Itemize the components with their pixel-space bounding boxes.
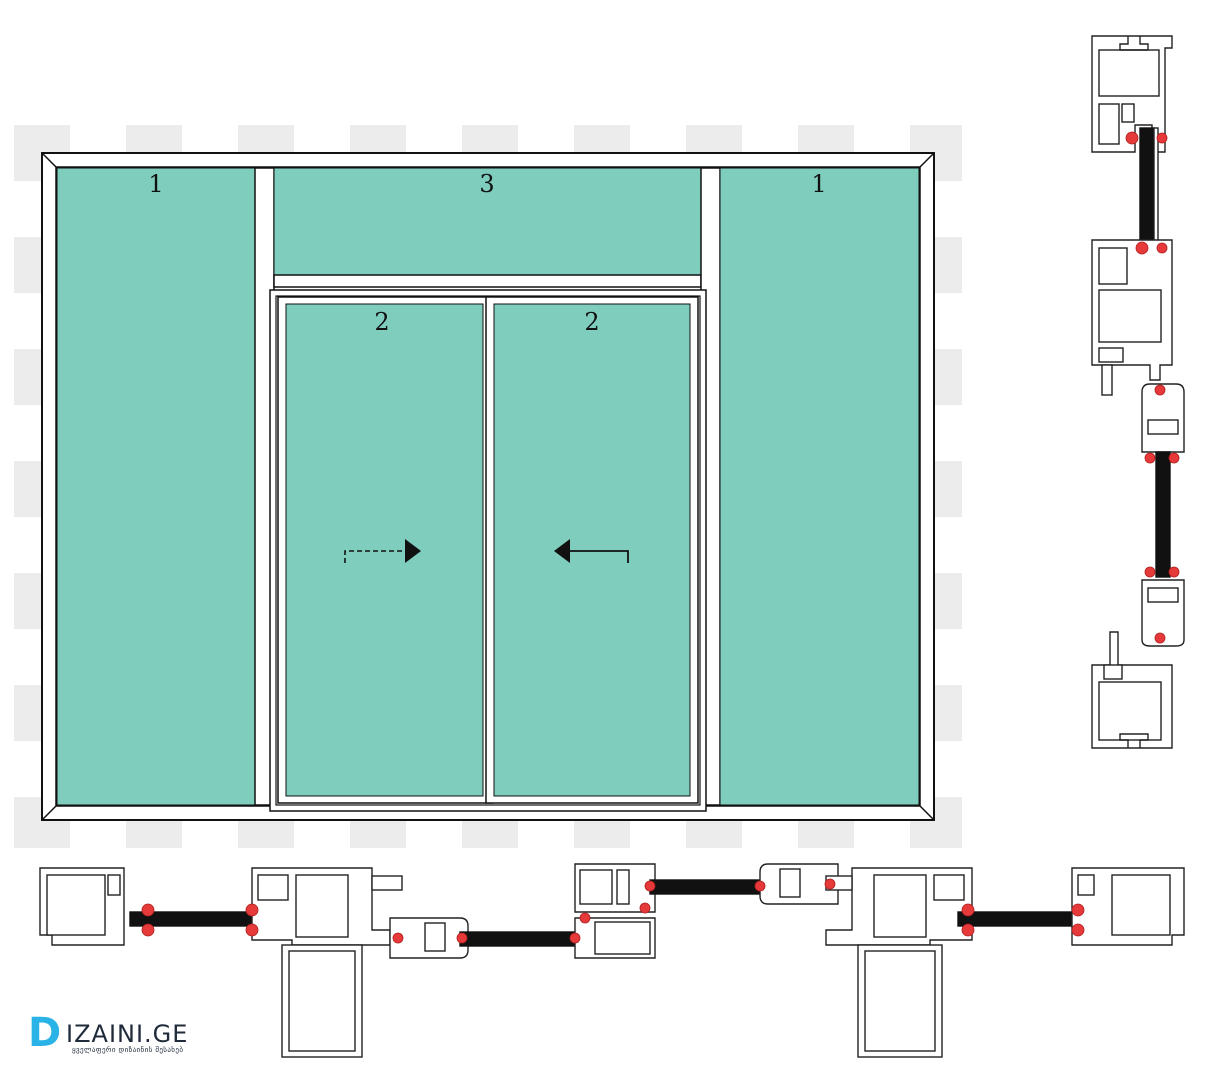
label-sliding-left: 2	[374, 308, 389, 336]
arrow-left-icon	[554, 539, 629, 563]
label-transom: 3	[479, 170, 494, 198]
label-fixed-left: 1	[148, 170, 163, 198]
fixed-pane-left	[56, 167, 256, 806]
arrow-right-icon	[344, 539, 421, 563]
logo-letter: D	[28, 1010, 61, 1056]
fixed-pane-right	[719, 167, 920, 806]
logo-title: IZAINI.GE	[66, 1020, 188, 1048]
site-logo: D IZAINI.GE ყველაფერი დიზაინის შესახებ	[28, 1010, 188, 1056]
vertical-section-detail	[1091, 35, 1185, 749]
transom-bar	[273, 274, 702, 288]
horizontal-section-detail	[39, 863, 1185, 1058]
logo-subtitle: ყველაფერი დიზაინის შესახებ	[72, 1045, 183, 1054]
label-fixed-right: 1	[811, 170, 826, 198]
sliding-pane-right	[493, 303, 691, 797]
window-elevation	[41, 152, 935, 821]
sliding-pane-left	[285, 303, 484, 797]
label-sliding-right: 2	[584, 308, 599, 336]
